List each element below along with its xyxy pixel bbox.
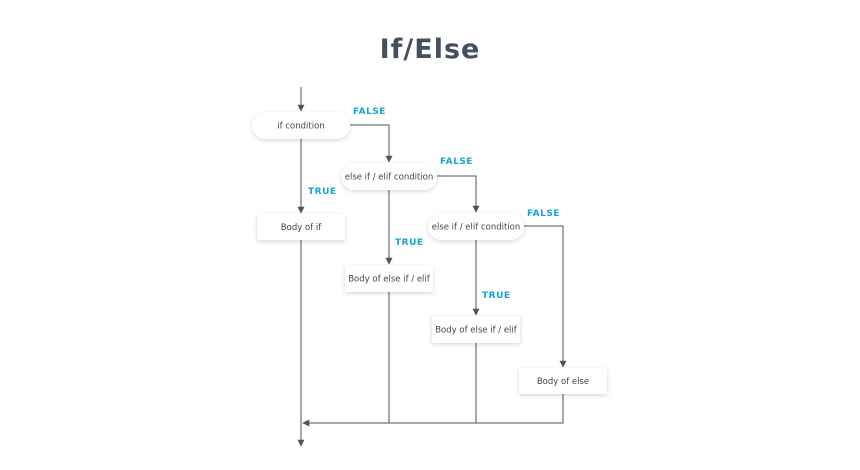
- body-elif-2-box: Body of else if / elif: [432, 316, 520, 343]
- body-else-label: Body of else: [537, 377, 589, 387]
- false-label-if: FALSE: [353, 107, 386, 117]
- elif2-false-arrow: [524, 225, 567, 368]
- body-elif-2-label: Body of else if / elif: [435, 326, 518, 336]
- elif-condition-2-label: else if / elif condition: [432, 223, 521, 233]
- decision-if-condition: if condition: [252, 112, 350, 139]
- body-elif-1-box: Body of else if / elif: [345, 265, 433, 292]
- true-label-elif-1: TRUE: [395, 238, 424, 248]
- diagram-title: If/Else: [379, 34, 481, 65]
- if-false-arrow: [350, 124, 393, 163]
- elif1-false-arrow: [437, 175, 480, 213]
- if-condition-label: if condition: [277, 122, 324, 132]
- body-elif-1-label: Body of else if / elif: [348, 275, 431, 285]
- decision-elif-condition-2: else if / elif condition: [428, 213, 524, 240]
- decision-elif-condition-1: else if / elif condition: [341, 163, 437, 190]
- false-label-elif-1: FALSE: [440, 157, 473, 167]
- true-label-elif-2: TRUE: [482, 291, 511, 301]
- true-label-if: TRUE: [308, 187, 337, 197]
- body-if-box: Body of if: [257, 214, 345, 240]
- body-else-box: Body of else: [519, 368, 607, 394]
- false-label-elif-2: FALSE: [527, 209, 560, 219]
- body-if-label: Body of if: [281, 223, 322, 233]
- elif-condition-1-label: else if / elif condition: [345, 173, 434, 183]
- merge-arrow: [302, 394, 564, 427]
